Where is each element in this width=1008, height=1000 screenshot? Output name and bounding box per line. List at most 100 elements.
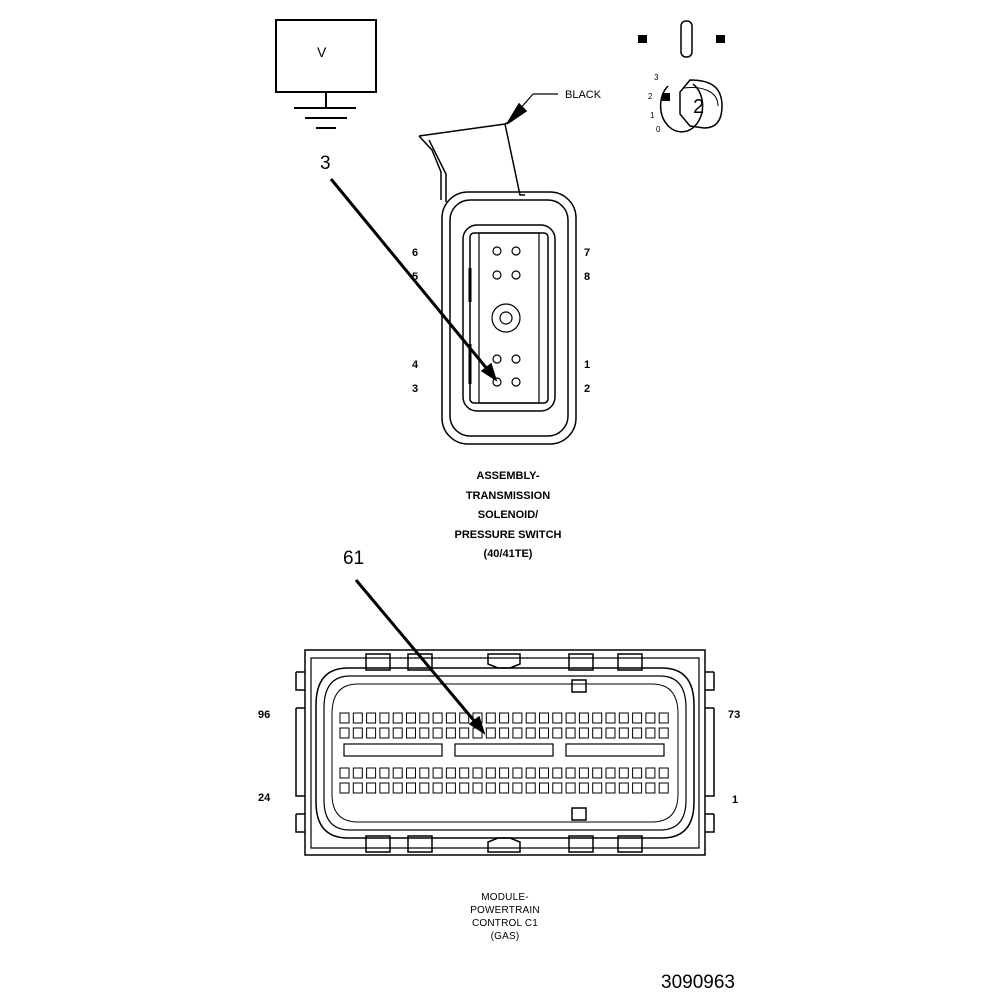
pcm-cavity	[352, 767, 363, 779]
pcm-cavity	[618, 782, 629, 794]
pcm-cavity	[592, 767, 603, 779]
pin-label-5: 5	[412, 271, 419, 283]
pcm-cavity	[552, 727, 563, 739]
pcm-cavity	[645, 782, 656, 794]
probe-position-number: 2	[693, 96, 705, 118]
pcm-cavity	[432, 767, 443, 779]
pcm-cavity	[366, 782, 377, 794]
pcm-cavity	[406, 767, 416, 779]
pcm-cavity	[645, 727, 656, 739]
pcm-cavity	[578, 727, 589, 739]
title-line: (GAS)	[490, 931, 520, 942]
probe-position-icon	[638, 20, 725, 133]
pcm-cavity	[445, 712, 456, 724]
pcm-cavity	[592, 782, 603, 794]
callout-3-label: 3	[320, 153, 331, 174]
meter-label: V	[317, 44, 327, 60]
callout-arrow-3	[329, 178, 498, 382]
pcm-cavity	[565, 727, 576, 739]
pcm-cavity	[406, 712, 416, 724]
callout-61-label: 61	[343, 548, 365, 569]
pcm-cavity	[578, 782, 589, 794]
pcm-cavity	[525, 712, 536, 724]
pcm-cavity	[552, 782, 563, 794]
pcm-pin-label-73: 73	[728, 709, 741, 721]
scale-mark-1: 1	[650, 111, 655, 120]
pcm-cavity	[632, 782, 643, 794]
pcm-cavity	[445, 782, 456, 794]
pcm-cavity	[459, 767, 470, 779]
pcm-cavity	[432, 712, 443, 724]
title-line: TRANSMISSION	[465, 489, 551, 502]
pin-label-2: 2	[584, 383, 591, 395]
pcm-cavity	[645, 767, 656, 779]
pcm-cavity	[632, 727, 643, 739]
pcm-cavity	[539, 767, 549, 779]
scale-mark-3: 3	[654, 73, 659, 82]
pin-label-1: 1	[584, 359, 591, 371]
pcm-pin-label-24: 24	[258, 792, 271, 804]
pcm-cavity	[352, 782, 363, 794]
pin-label-3: 3	[412, 383, 419, 395]
pcm-cavity	[512, 767, 523, 779]
pcm-cavity	[565, 712, 576, 724]
pcm-cavity	[472, 767, 483, 779]
pcm-cavity	[592, 727, 603, 739]
pcm-cavity	[392, 712, 403, 724]
solenoid-connector-cavities	[491, 246, 521, 387]
pcm-connector-outline	[295, 649, 715, 856]
pcm-cavity	[379, 727, 390, 739]
pcm-cavity	[512, 782, 523, 794]
pcm-cavity	[578, 767, 589, 779]
pcm-cavity	[352, 712, 363, 724]
pcm-connector-cavities	[339, 712, 669, 794]
pcm-cavity	[605, 782, 616, 794]
pcm-cavity	[499, 712, 510, 724]
pcm-cavity	[472, 782, 483, 794]
pcm-cavity	[419, 782, 430, 794]
pcm-cavity	[419, 712, 430, 724]
title-line: CONTROL C1	[471, 918, 539, 929]
pcm-cavity	[379, 712, 390, 724]
pcm-cavity	[605, 727, 616, 739]
solenoid-connector-outline	[418, 113, 577, 445]
pcm-cavity	[618, 727, 629, 739]
pcm-cavity	[499, 727, 510, 739]
pcm-cavity	[339, 712, 350, 724]
pcm-cavity	[485, 712, 496, 724]
pcm-cavity	[445, 767, 456, 779]
callout-arrow-61	[354, 579, 486, 735]
pcm-cavity	[459, 727, 470, 739]
pcm-cavity	[512, 712, 523, 724]
pcm-cavity	[632, 767, 643, 779]
pcm-cavity	[485, 782, 496, 794]
pcm-cavity	[618, 712, 629, 724]
scale-mark-2: 2	[648, 92, 653, 101]
figure-id: 3090963	[661, 972, 735, 993]
pin-label-8: 8	[584, 271, 591, 283]
pcm-connector-title: MODULE- POWERTRAIN CONTROL C1 (GAS)	[425, 891, 585, 943]
pin-label-7: 7	[584, 247, 591, 259]
pcm-cavity	[658, 767, 669, 779]
pcm-cavity	[485, 767, 496, 779]
pcm-cavity	[512, 727, 523, 739]
pcm-cavity	[565, 782, 576, 794]
pcm-cavity	[658, 712, 669, 724]
pcm-cavity	[392, 782, 403, 794]
pcm-cavity	[366, 767, 377, 779]
voltmeter-symbol	[275, 19, 377, 129]
pcm-cavity	[339, 782, 350, 794]
solenoid-connector-title: ASSEMBLY- TRANSMISSION SOLENOID/ PRESSUR…	[408, 467, 608, 565]
pcm-cavity	[539, 712, 549, 724]
pcm-cavity	[539, 782, 549, 794]
pcm-cavity	[392, 767, 403, 779]
pin-label-6: 6	[412, 247, 419, 259]
pcm-cavity	[419, 727, 430, 739]
pcm-cavity	[645, 712, 656, 724]
pcm-cavity	[499, 782, 510, 794]
pcm-cavity	[485, 727, 496, 739]
title-line: (40/41TE)	[483, 548, 533, 560]
pcm-cavity	[379, 767, 390, 779]
pcm-cavity	[605, 712, 616, 724]
pcm-cavity	[406, 727, 416, 739]
